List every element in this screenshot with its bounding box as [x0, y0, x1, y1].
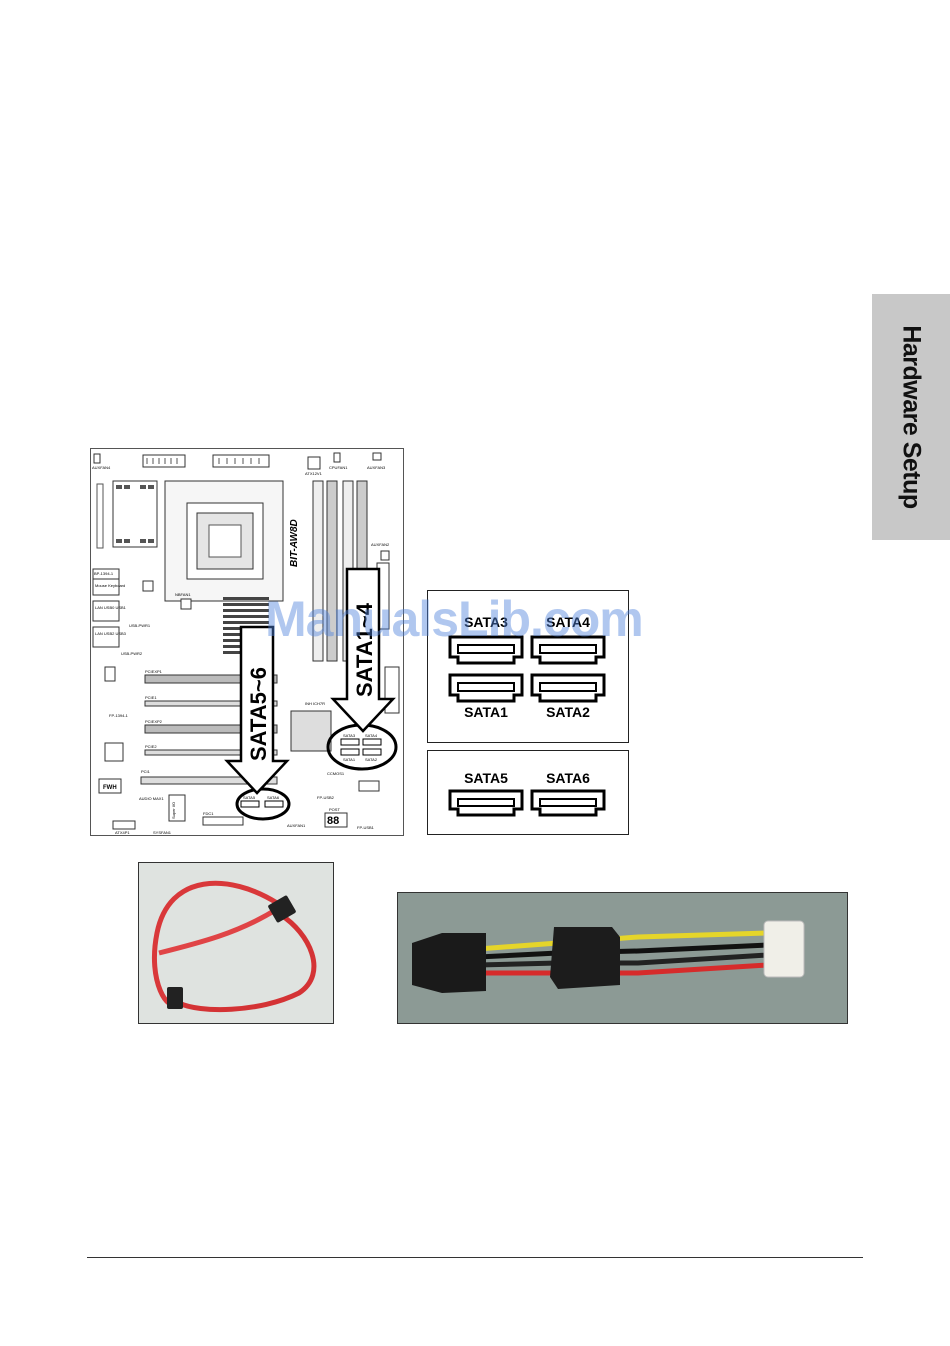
- label-sata6-small: SATA6: [267, 795, 280, 800]
- sata5-port-label: SATA5: [464, 770, 508, 786]
- label-pciexp1: PCIEXP1: [145, 669, 163, 674]
- label-post: POST: [329, 807, 340, 812]
- label-sata4-small: SATA4: [365, 733, 378, 738]
- footer-divider: [87, 1257, 863, 1258]
- sata4-port-label: SATA4: [546, 614, 590, 630]
- section-side-tab-label: Hardware Setup: [897, 325, 926, 509]
- label-pcie2: PCIE2: [145, 744, 157, 749]
- label-ccmos: CCMOS1: [327, 771, 345, 776]
- label-mouse-keyboard: Mouse Keyboard: [95, 583, 125, 588]
- sata1-4-detail-box: SATA3 SATA4 SATA1 SATA2: [427, 590, 629, 743]
- label-atx4p1: ATX4P1: [115, 830, 130, 835]
- label-sata3-small: SATA3: [343, 733, 356, 738]
- sata1-4-arrow-icon: [330, 567, 396, 733]
- label-ich: INH ICH7R: [305, 701, 325, 706]
- label-auxfan2: AUXFAN2: [371, 542, 390, 547]
- label-sata5-small: SATA5: [243, 795, 256, 800]
- label-fp1394: FP-1394-1: [109, 713, 129, 718]
- label-super-io: Super I/O: [171, 802, 176, 819]
- motherboard-layout-diagram: AUXFAN4 AUXFAN3 ATX12V1 CPUFAN1 BIT-AW8D…: [90, 448, 404, 836]
- label-usbpwr1: USB-PWR1: [129, 623, 151, 628]
- sata6-port-label: SATA6: [546, 770, 590, 786]
- board-model-label: BIT-AW8D: [289, 519, 300, 567]
- section-side-tab: Hardware Setup: [872, 294, 950, 540]
- label-fp-usb2: FP-USB2: [317, 795, 335, 800]
- label-pciexp2: PCIEXP2: [145, 719, 163, 724]
- label-usbpwr2: USB-PWR2: [121, 651, 143, 656]
- label-sysfan1: SYSFAN1: [153, 830, 172, 835]
- label-auxfan1: AUXFAN1: [287, 823, 306, 828]
- sata1-port-label: SATA1: [464, 704, 508, 720]
- label-audio-max1: AUDIO MAX1: [139, 796, 164, 801]
- sata1-4-arrow-label: SATA1~4: [352, 602, 377, 697]
- sata2-port-label: SATA2: [546, 704, 590, 720]
- label-lan-usb2: LAN USB2 USB3: [95, 631, 127, 636]
- label-bp1394: BP-1394-1: [94, 571, 114, 576]
- label-atx12v1: ATX12V1: [305, 471, 323, 476]
- label-fwh: FWH: [103, 785, 117, 791]
- sata5-6-arrow-icon: [224, 625, 290, 795]
- sata5-6-detail-box: SATA5 SATA6: [427, 750, 629, 835]
- sata5-6-highlight-circle: [235, 787, 291, 821]
- label-post-digits: 88: [327, 815, 339, 827]
- sata3-port-label: SATA3: [464, 614, 508, 630]
- sata5-6-arrow-label: SATA5~6: [246, 667, 271, 761]
- label-fdc1: FDC1: [203, 811, 214, 816]
- sata-cable-photo: [138, 862, 334, 1024]
- label-pcie1: PCIE1: [145, 695, 157, 700]
- label-nbfan1: NBFAN1: [175, 592, 191, 597]
- label-auxfan3: AUXFAN3: [367, 465, 386, 470]
- label-auxfan4: AUXFAN4: [92, 465, 111, 470]
- label-sata1-small: SATA1: [343, 757, 356, 762]
- sata-power-cable-photo: [397, 892, 848, 1024]
- label-lan-usb1: LAN USB0 USB1: [95, 605, 127, 610]
- label-fp-usb1: FP-USB1: [357, 825, 375, 830]
- label-cpufan1: CPUFAN1: [329, 465, 348, 470]
- label-sata2-small: SATA2: [365, 757, 378, 762]
- label-pci1: PCI1: [141, 769, 151, 774]
